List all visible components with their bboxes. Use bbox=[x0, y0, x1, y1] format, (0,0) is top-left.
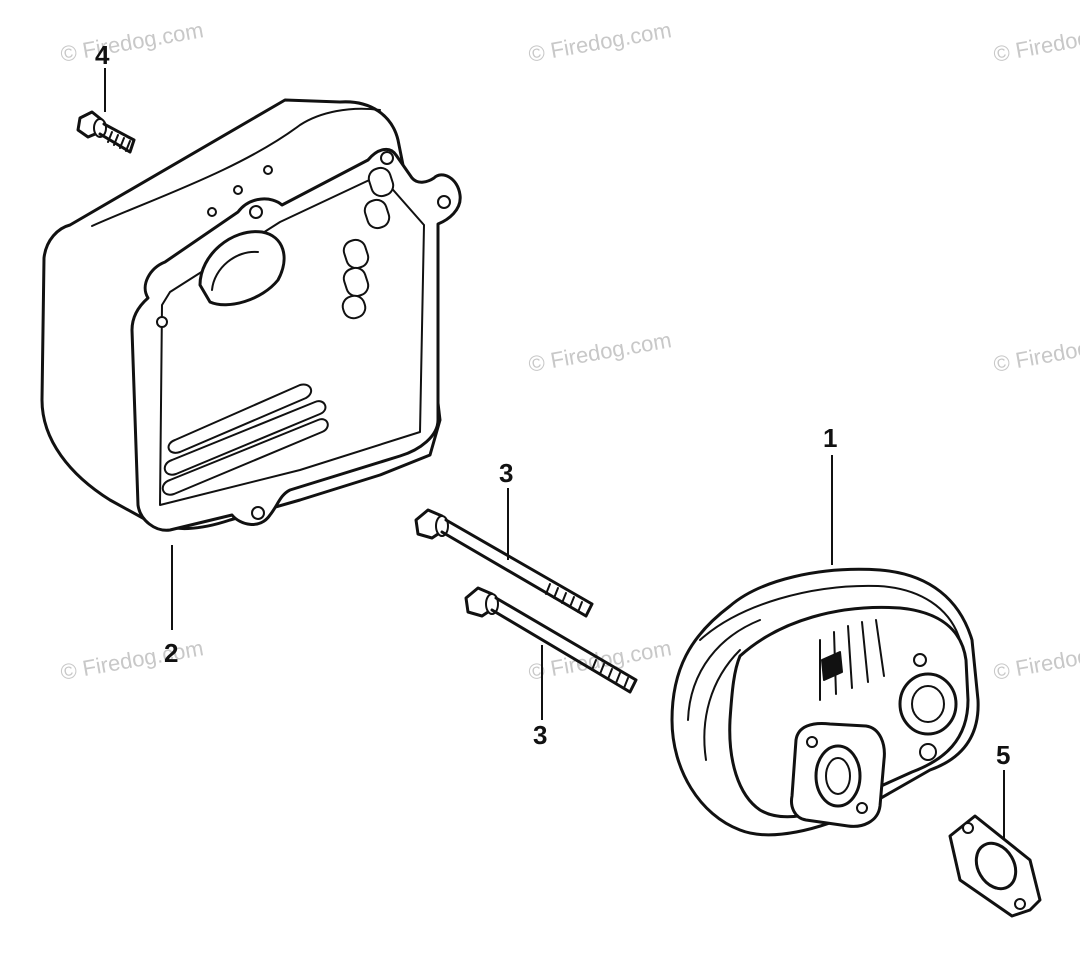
bolt-part-4 bbox=[76, 68, 136, 154]
bolt-part-3-upper bbox=[414, 488, 594, 618]
watermark-text: © Firedog.com bbox=[992, 635, 1080, 685]
watermark-text: © Firedog.com bbox=[992, 17, 1080, 67]
watermark-text: © Firedog.com bbox=[992, 327, 1080, 377]
callout-3-upper: 3 bbox=[499, 458, 513, 488]
callout-4: 4 bbox=[95, 40, 110, 70]
muffler-part-1 bbox=[670, 455, 980, 837]
gasket-part-5 bbox=[948, 770, 1042, 918]
muffler-protector-part-2 bbox=[40, 98, 462, 630]
callout-5: 5 bbox=[996, 740, 1010, 770]
callout-2: 2 bbox=[164, 638, 178, 668]
callout-1: 1 bbox=[823, 423, 837, 453]
watermark-text: © Firedog.com bbox=[527, 327, 674, 377]
watermark-text: © Firedog.com bbox=[59, 635, 206, 685]
watermark-text: © Firedog.com bbox=[59, 17, 206, 67]
bolt-part-3-lower bbox=[464, 586, 638, 720]
watermark-text: © Firedog.com bbox=[527, 17, 674, 67]
callout-3-lower: 3 bbox=[533, 720, 547, 750]
